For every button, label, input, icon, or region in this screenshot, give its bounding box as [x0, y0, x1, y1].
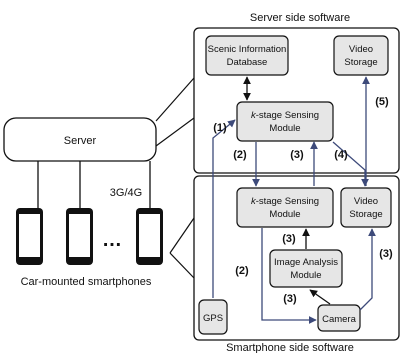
scenic-database-label-2: Database [227, 57, 268, 68]
server-kstage-label-2: Module [269, 123, 300, 134]
phone-kstage-module-box [236, 187, 334, 228]
step-label: (3) [290, 149, 304, 161]
step-label: (4) [334, 149, 348, 161]
step-label: (1) [213, 122, 227, 134]
camera-label: Camera [322, 314, 357, 325]
server-kstage-label: k-stage Sensing [251, 110, 319, 121]
step-label: (2) [235, 265, 249, 277]
phone-video-storage-box [340, 187, 392, 228]
arrow-camera-to-analysis [309, 289, 331, 305]
server-video-storage-box [333, 35, 389, 76]
server-video-storage-label-1: Video [349, 44, 373, 55]
car-mounted-label: Car-mounted smartphones [21, 276, 152, 288]
image-analysis-box [269, 249, 343, 288]
arrow-step-2-camera [261, 228, 317, 324]
callout-line-top-2 [155, 117, 195, 147]
image-analysis-label-1: Image Analysis [274, 257, 338, 268]
phone-video-storage-label-2: Storage [349, 209, 382, 220]
callout-line-bottom-2 [169, 252, 195, 279]
server-video-storage-label-2: Storage [344, 57, 377, 68]
arrow-step-1 [212, 119, 236, 298]
scenic-database-box [205, 35, 289, 76]
step-label: (3) [283, 293, 297, 305]
scenic-database-label-1: Scenic Information [208, 44, 287, 55]
callout-line-bottom [169, 217, 195, 254]
smartphone-icon [66, 208, 93, 265]
image-analysis-label-2: Module [290, 270, 321, 281]
gps-label: GPS [203, 313, 223, 324]
phone-kstage-label-2: Module [269, 209, 300, 220]
arrow-camera-to-storage [359, 228, 376, 311]
step-label: (3) [282, 233, 296, 245]
phone-video-storage-label-1: Video [354, 196, 378, 207]
server-side-title: Server side software [250, 12, 350, 24]
gps-box [198, 299, 228, 335]
more-phones-ellipsis: … [102, 229, 122, 251]
network-label: 3G/4G [110, 187, 142, 199]
step-label: (2) [233, 149, 247, 161]
step-label: (3) [379, 248, 393, 260]
step-label: (5) [375, 96, 389, 108]
camera-box [317, 304, 361, 332]
arrow-step-4 [332, 141, 369, 187]
smartphone-side-title: Smartphone side software [226, 342, 354, 353]
server-label: Server [64, 135, 97, 147]
smartphone-icon [16, 208, 43, 265]
callout-line-top [155, 77, 195, 122]
smartphone-icon [136, 208, 163, 265]
phone-kstage-label: k-stage Sensing [251, 196, 319, 207]
server-kstage-module-box [236, 101, 334, 142]
